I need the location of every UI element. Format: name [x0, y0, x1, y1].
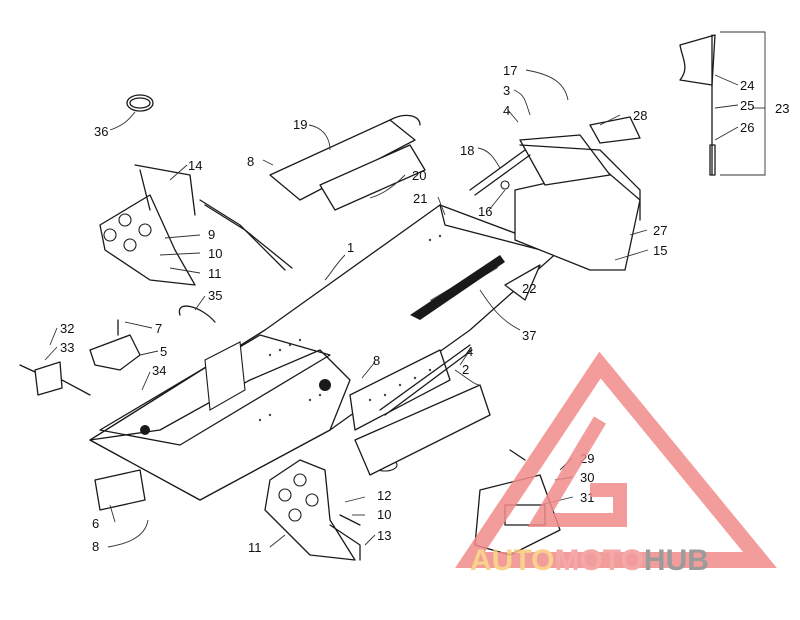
callout-30: 30 — [580, 470, 594, 485]
callout-36: 36 — [94, 124, 108, 139]
callout-32: 32 — [60, 321, 74, 336]
callout-8-bottom: 8 — [92, 539, 99, 554]
callout-10-right: 10 — [377, 507, 391, 522]
callout-24: 24 — [740, 78, 754, 93]
callout-5: 5 — [160, 344, 167, 359]
callout-23: 23 — [775, 101, 789, 116]
callout-14: 14 — [188, 158, 202, 173]
watermark-word-auto: AUTO — [470, 544, 554, 577]
connector — [19, 361, 91, 396]
callout-13: 13 — [377, 528, 391, 543]
callout-2: 2 — [462, 362, 469, 377]
callout-3: 3 — [503, 83, 510, 98]
callout-10-left: 10 — [208, 246, 222, 261]
callout-17: 17 — [503, 63, 517, 78]
callout-7: 7 — [155, 321, 162, 336]
callout-27: 27 — [653, 223, 667, 238]
rail-4 — [379, 344, 473, 416]
callout-11-right: 11 — [248, 540, 262, 555]
side-panel — [349, 349, 491, 476]
front-bracket-left — [99, 164, 293, 286]
callouts: 1 2 3 4 4 5 6 7 8 8 8 9 10 10 11 11 12 1… — [60, 63, 789, 555]
callout-4-rail: 4 — [466, 344, 473, 359]
callout-19: 19 — [293, 117, 307, 132]
callout-11-left: 11 — [208, 266, 222, 281]
callout-8-center: 8 — [373, 353, 380, 368]
callout-16: 16 — [478, 204, 492, 219]
callout-28: 28 — [633, 108, 647, 123]
callout-4-top: 4 — [503, 103, 510, 118]
callout-20: 20 — [412, 168, 426, 183]
callout-9: 9 — [208, 227, 215, 242]
callout-18: 18 — [460, 143, 474, 158]
ring-36 — [126, 94, 154, 112]
callout-8-top: 8 — [247, 154, 254, 169]
flag-assembly — [679, 31, 766, 176]
callout-12: 12 — [377, 488, 391, 503]
rear-bracket-right — [264, 459, 361, 561]
strap-35 — [178, 305, 216, 323]
callout-22: 22 — [522, 281, 536, 296]
callout-26: 26 — [740, 120, 754, 135]
callout-25: 25 — [740, 98, 754, 113]
callout-33: 33 — [60, 340, 74, 355]
watermark-logo — [455, 351, 777, 568]
callout-37: 37 — [522, 328, 536, 343]
upper-rail — [269, 114, 426, 211]
callout-1: 1 — [347, 240, 354, 255]
callout-6: 6 — [92, 516, 99, 531]
watermark-word-moto: MOTO — [554, 544, 643, 577]
watermark-word-hub: HUB — [644, 544, 709, 577]
tunnel — [89, 204, 561, 501]
watermark: AUTOMOTOHUB — [455, 351, 777, 577]
callout-15: 15 — [653, 243, 667, 258]
callout-35: 35 — [208, 288, 222, 303]
callout-34: 34 — [152, 363, 166, 378]
bracket-5 — [89, 319, 141, 371]
plate-6 — [94, 469, 146, 511]
callout-21: 21 — [413, 191, 427, 206]
watermark-word: AUTOMOTOHUB — [470, 544, 709, 577]
